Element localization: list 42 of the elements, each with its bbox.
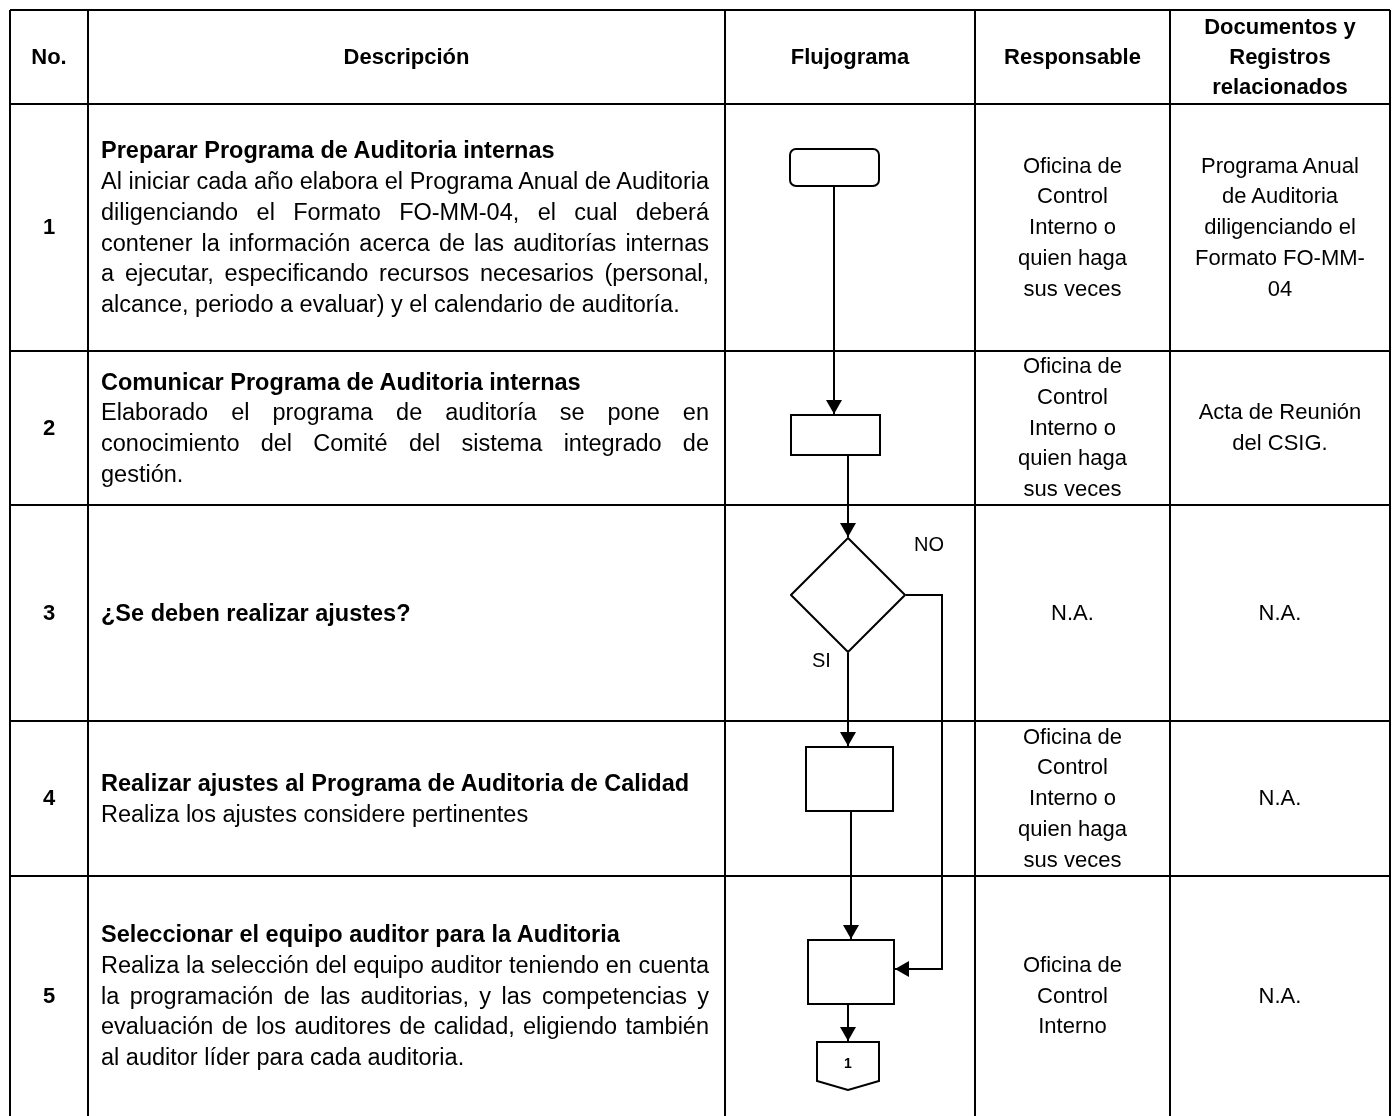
document-text: N.A.: [1258, 981, 1302, 1010]
step-number: 5: [42, 981, 56, 1010]
step-description: Realiza los ajustes considere pertinentes: [101, 799, 530, 829]
step-number: 2: [42, 413, 56, 442]
process-box: [790, 414, 881, 456]
arrow: [840, 652, 856, 747]
step-description: Realiza la selección del equipo auditor teniendo en cuenta la programación de las auditorias, y las competencias y evaluación de los auditores de calidad, eligiendo también al auditor líder para cada auditoria.: [101, 950, 709, 1073]
column-header: Responsable: [1004, 43, 1141, 71]
step-title: Seleccionar el equipo auditor para la Auditoria: [101, 920, 621, 950]
column-header: Documentos y Registros relacionados: [1203, 13, 1357, 101]
step-title: ¿Se deben realizar ajustes?: [101, 598, 412, 628]
decision-diamond: [790, 537, 906, 653]
responsible-text: Oficina de Control Interno o quien haga sus veces: [1017, 722, 1128, 874]
responsible-text: Oficina de Control Interno o quien haga sus veces: [1017, 151, 1128, 303]
arrow: [840, 1004, 856, 1042]
document-text: N.A.: [1258, 598, 1302, 627]
column-header: Flujograma: [790, 43, 910, 71]
step-title: Comunicar Programa de Auditoria internas: [101, 367, 582, 397]
arrow: [894, 594, 943, 977]
document-text: Acta de Reunión del CSIG.: [1197, 398, 1363, 457]
off-page-connector: [816, 1041, 880, 1091]
step-number: 1: [42, 213, 56, 242]
responsible-text: Oficina de Control Interno o quien haga sus veces: [1017, 352, 1128, 504]
column-header: No.: [31, 43, 67, 71]
connector-number: 1: [844, 1055, 852, 1071]
column-header: Descripción: [343, 43, 470, 71]
process-box: [807, 939, 895, 1005]
responsible-text: Oficina de Control Interno: [1021, 950, 1124, 1041]
document-text: N.A.: [1258, 784, 1302, 813]
step-number: 3: [42, 598, 56, 627]
step-number: 4: [42, 784, 56, 813]
document-text: Programa Anual de Auditoria diligenciando el Formato FO-MM-04: [1194, 151, 1366, 303]
process-box: [805, 746, 894, 812]
terminal-shape: [789, 148, 880, 187]
step-description: Elaborado el programa de auditoría se pone en conocimiento del Comité del sistema integrado de gestión.: [101, 398, 709, 489]
step-title: Preparar Programa de Auditoria internas: [101, 136, 556, 166]
step-title: Realizar ajustes al Programa de Auditoria de Calidad: [101, 768, 691, 798]
arrow: [840, 455, 856, 538]
step-description: Al iniciar cada año elabora el Programa Anual de Auditoria diligenciando el Formato FO-MM-04, el cual deberá contener la información acerca de las auditorías internas a ejecutar, especificando recursos necesarios (personal, alcance, periodo a evaluar) y el calendario de auditoría.: [101, 167, 709, 319]
arrow: [826, 186, 842, 415]
arrow: [843, 811, 859, 940]
responsible-text: N.A.: [1051, 598, 1094, 627]
